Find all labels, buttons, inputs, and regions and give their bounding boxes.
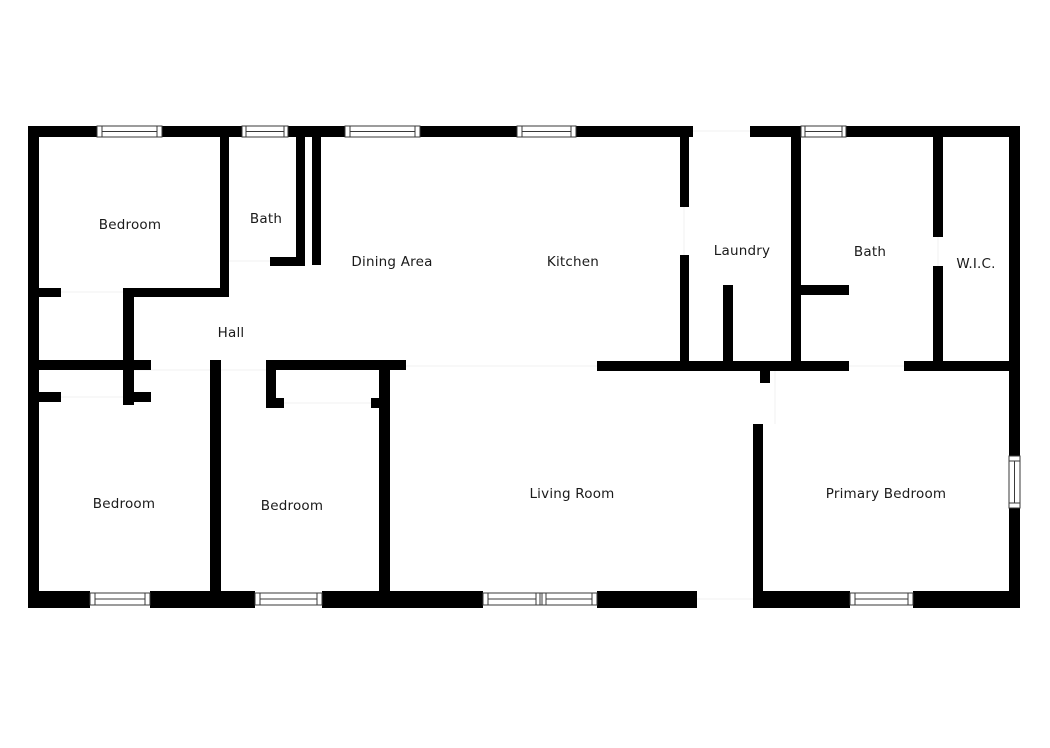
wall-interior (753, 361, 849, 371)
wall-interior (312, 137, 321, 263)
wall-exterior-right (1009, 508, 1020, 608)
wall-interior (270, 257, 305, 266)
wall-interior (266, 360, 276, 408)
wall-exterior-left (28, 126, 39, 608)
wall-interior (933, 137, 943, 237)
wall-interior (904, 361, 1019, 371)
window (344, 125, 421, 138)
room-label-wic: W.I.C. (956, 256, 995, 272)
wall-exterior-top (162, 126, 242, 137)
wall-door-jamb (760, 371, 770, 383)
wall-exterior-top (420, 126, 517, 137)
wall-exterior-top (750, 126, 801, 137)
wall-door-jamb (312, 255, 321, 265)
window (241, 125, 289, 138)
wall-interior (680, 255, 689, 365)
wall-exterior-top (288, 126, 345, 137)
room-label-bedroom-s: Bedroom (261, 498, 323, 514)
wall-interior (379, 365, 390, 596)
wall-interior (933, 266, 943, 365)
room-label-kitchen: Kitchen (547, 254, 599, 270)
window (849, 592, 914, 606)
wall-interior (680, 137, 689, 207)
wall-interior (210, 360, 221, 596)
wall-interior (597, 361, 627, 371)
room-label-primary-bedroom: Primary Bedroom (826, 486, 947, 502)
wall-interior (379, 360, 406, 370)
windows (89, 125, 1021, 606)
wall-interior (296, 137, 305, 265)
wall-door-jamb (39, 392, 61, 402)
window (482, 592, 598, 606)
wall-exterior-bottom (913, 591, 1020, 608)
wall-door-jamb (220, 257, 229, 266)
wall-interior (220, 137, 229, 292)
window (800, 125, 847, 138)
room-label-laundry: Laundry (714, 243, 770, 259)
room-labels: Bedroom Bath Dining Area Kitchen Laundry… (93, 211, 996, 514)
room-label-living-room: Living Room (529, 486, 614, 502)
wall-interior (801, 285, 849, 295)
window (1008, 455, 1021, 509)
wall-interior (753, 424, 763, 596)
wall-door-jamb (123, 392, 151, 402)
wall-interior (123, 288, 229, 297)
wall-interior (123, 288, 134, 370)
wall-interior (625, 361, 760, 371)
room-label-bath-nw: Bath (250, 211, 282, 227)
window (516, 125, 577, 138)
room-label-hall: Hall (218, 325, 245, 341)
wall-interior (723, 285, 733, 365)
wall-exterior-top (846, 126, 1020, 137)
window (96, 125, 163, 138)
window (89, 592, 151, 606)
wall-exterior-top (28, 126, 97, 137)
room-label-dining-area: Dining Area (351, 254, 432, 270)
wall-exterior-bottom (150, 591, 255, 608)
wall-exterior-bottom (597, 591, 697, 608)
wall-interior (791, 137, 801, 365)
wall-interior (39, 360, 151, 370)
room-label-bedroom-nw: Bedroom (99, 217, 161, 233)
wall-exterior-right (1009, 126, 1020, 456)
wall-door-jamb (371, 398, 390, 408)
wall-interior (39, 288, 61, 297)
wall-exterior-bottom (753, 591, 850, 608)
wall-exterior-bottom (28, 591, 90, 608)
wall-exterior-bottom (322, 591, 483, 608)
wall-interior (266, 360, 406, 370)
room-label-bedroom-sw: Bedroom (93, 496, 155, 512)
wall-door-jamb (266, 398, 284, 408)
wall-interior (123, 370, 134, 405)
wall-exterior-top (576, 126, 693, 137)
room-label-bath-ne: Bath (854, 244, 886, 260)
window (254, 592, 323, 606)
walls (28, 126, 1020, 608)
